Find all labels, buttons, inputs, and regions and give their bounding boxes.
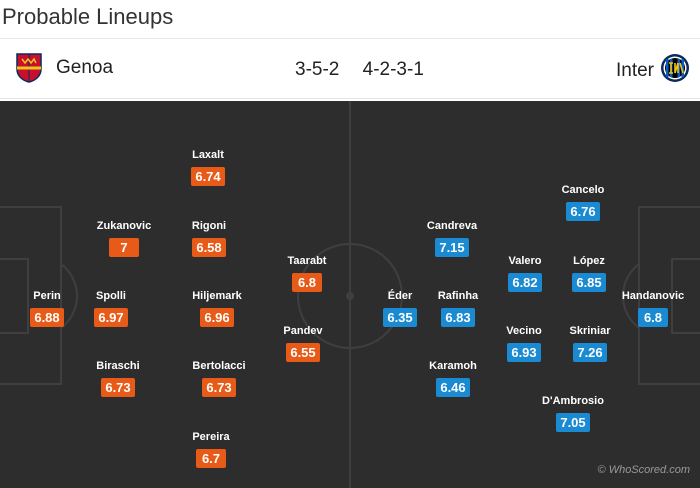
pitch-markings (0, 101, 700, 488)
player-name: Taarabt (287, 255, 327, 267)
player-rating: 6.8 (292, 273, 322, 292)
player-name: Skriniar (569, 325, 611, 337)
player-away-eder[interactable]: Éder 6.35 (355, 289, 445, 327)
player-home-spolli[interactable]: Spolli 6.97 (66, 289, 156, 327)
player-name: López (573, 255, 605, 267)
player-name: Perin (33, 290, 61, 302)
player-home-pereira[interactable]: Pereira 6.7 (166, 430, 256, 468)
player-rating: 6.73 (202, 378, 236, 397)
formations: 3-5-2 4-2-3-1 (295, 59, 424, 81)
player-home-bertolacci[interactable]: Bertolacci 6.73 (174, 359, 264, 397)
player-away-karamoh[interactable]: Karamoh 6.46 (408, 359, 498, 397)
player-away-valero[interactable]: Valero 6.82 (480, 254, 570, 292)
player-away-lopez[interactable]: López 6.85 (544, 254, 634, 292)
player-rating: 6.58 (192, 238, 226, 257)
player-home-zukanovic[interactable]: Zukanovic 7 (79, 219, 169, 257)
player-name: Vecino (506, 325, 542, 337)
player-rating: 7.05 (556, 413, 590, 432)
player-rating: 6.76 (566, 202, 600, 221)
player-name: D'Ambrosio (542, 395, 604, 407)
player-rating: 6.46 (436, 378, 470, 397)
player-name: Bertolacci (192, 360, 246, 372)
page-title: Probable Lineups (2, 4, 174, 29)
player-rating: 6.93 (507, 343, 541, 362)
player-name: Handanovic (621, 290, 685, 302)
teams-header: Genoa 3-5-2 4-2-3-1 Inter (0, 38, 700, 99)
credit-watermark: © WhoScored.com (597, 464, 690, 476)
player-away-skriniar[interactable]: Skriniar 7.26 (545, 324, 635, 362)
home-team-name: Genoa (56, 57, 114, 78)
player-name: Éder (387, 290, 413, 302)
player-rating: 6.82 (508, 273, 542, 292)
player-rating: 6.96 (200, 308, 234, 327)
player-home-taarabt[interactable]: Taarabt 6.8 (262, 254, 352, 292)
genoa-crest-icon (16, 53, 42, 83)
player-away-cancelo[interactable]: Cancelo 6.76 (538, 183, 628, 221)
home-formation: 3-5-2 (295, 59, 340, 80)
player-home-perin[interactable]: Perin 6.88 (2, 289, 92, 327)
player-name: Pereira (192, 431, 230, 443)
player-away-dambrosio[interactable]: D'Ambrosio 7.05 (528, 394, 618, 432)
player-name: Zukanovic (96, 220, 152, 232)
player-name: Valero (508, 255, 542, 267)
player-rating: 6.73 (101, 378, 135, 397)
player-name: Laxalt (192, 149, 224, 161)
player-rating: 6.55 (286, 343, 320, 362)
player-home-biraschi[interactable]: Biraschi 6.73 (73, 359, 163, 397)
player-name: Pandev (283, 325, 323, 337)
player-rating: 6.7 (196, 449, 226, 468)
player-home-pandev[interactable]: Pandev 6.55 (258, 324, 348, 362)
player-name: Cancelo (561, 184, 605, 196)
player-home-rigoni[interactable]: Rigoni 6.58 (164, 219, 254, 257)
player-name: Biraschi (96, 360, 140, 372)
player-name: Spolli (96, 290, 126, 302)
player-rating: 6.85 (572, 273, 606, 292)
player-name: Rigoni (191, 220, 227, 232)
player-home-hiljemark[interactable]: Hiljemark 6.96 (172, 289, 262, 327)
inter-crest-icon (660, 53, 690, 88)
player-away-handanovic[interactable]: Handanovic 6.8 (608, 289, 698, 327)
player-rating: 6.35 (383, 308, 417, 327)
player-name: Karamoh (429, 360, 477, 372)
player-rating: 6.83 (441, 308, 475, 327)
pitch: Perin 6.88 Zukanovic 7 Spolli 6.97 Biras… (0, 101, 700, 488)
player-rating: 6.88 (30, 308, 64, 327)
player-name: Rafinha (437, 290, 479, 302)
player-home-laxalt[interactable]: Laxalt 6.74 (163, 148, 253, 186)
player-away-candreva[interactable]: Candreva 7.15 (407, 219, 497, 257)
player-away-rafinha[interactable]: Rafinha 6.83 (413, 289, 503, 327)
home-team[interactable]: Genoa (16, 53, 113, 83)
player-rating: 7.26 (573, 343, 607, 362)
player-away-vecino[interactable]: Vecino 6.93 (479, 324, 569, 362)
player-rating: 6.8 (638, 308, 668, 327)
player-name: Candreva (426, 220, 478, 232)
player-rating: 6.74 (191, 167, 225, 186)
away-formation: 4-2-3-1 (362, 59, 424, 80)
away-team[interactable]: Inter (616, 53, 690, 88)
player-rating: 7.15 (435, 238, 469, 257)
player-rating: 6.97 (94, 308, 128, 327)
away-team-name: Inter (615, 59, 654, 81)
player-name: Hiljemark (192, 290, 242, 302)
player-rating: 7 (109, 238, 139, 257)
